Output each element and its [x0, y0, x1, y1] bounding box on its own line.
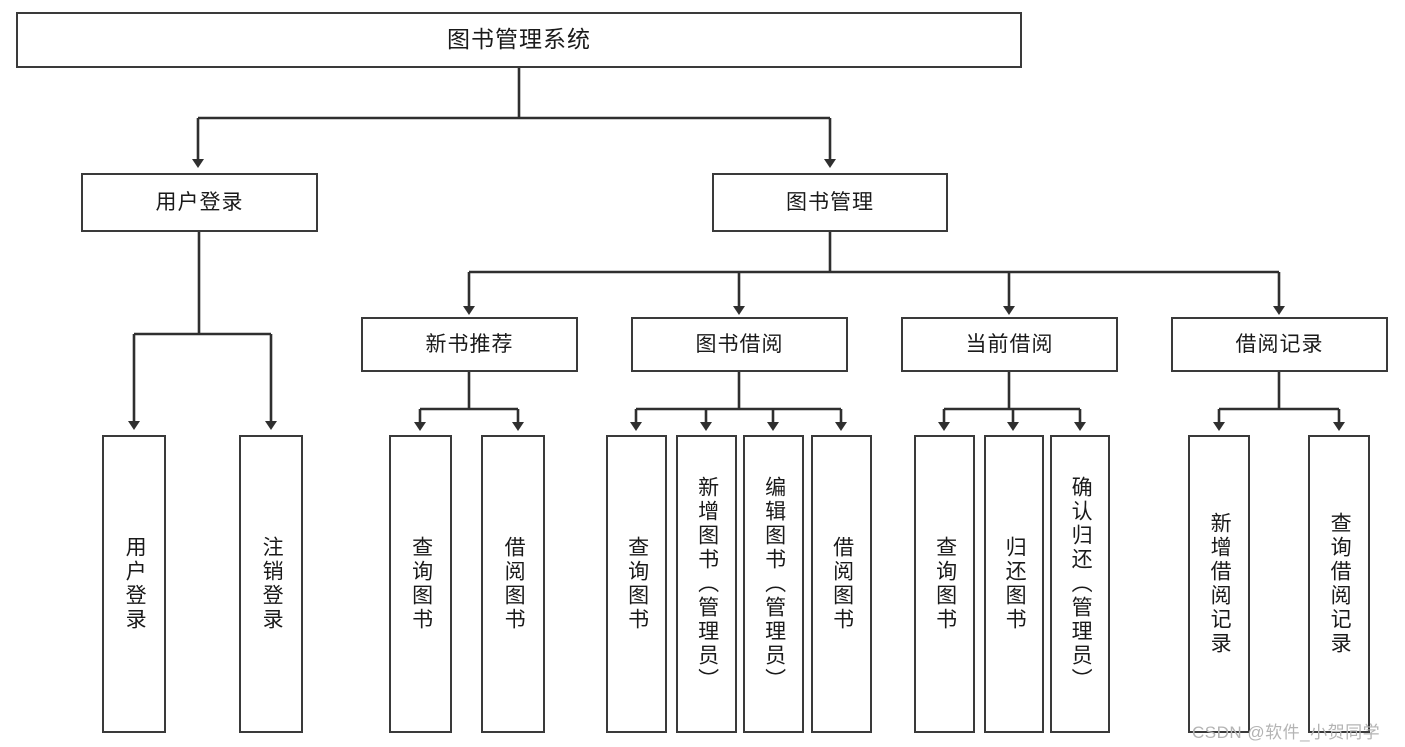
node-label: 查询图书	[625, 536, 649, 632]
node-book-borrow[interactable]: 图书借阅	[631, 317, 848, 372]
node-leaf-borrow-book-1[interactable]: 借阅图书	[481, 435, 545, 733]
node-label: 查询图书	[933, 536, 957, 632]
node-leaf-query-book-3[interactable]: 查询图书	[914, 435, 975, 733]
node-label: 当前借阅	[965, 332, 1054, 356]
node-leaf-add-record[interactable]: 新增借阅记录	[1188, 435, 1250, 733]
csdn-watermark: CSDN @软件_小贺同学	[1192, 723, 1381, 742]
node-root-system[interactable]: 图书管理系统	[16, 12, 1022, 68]
node-leaf-confirm-return[interactable]: 确认归还（管理员）	[1050, 435, 1110, 733]
node-label: 借阅记录	[1235, 332, 1324, 356]
node-label: 新增图书（管理员）	[695, 476, 719, 692]
node-label: 用户登录	[155, 190, 244, 214]
node-label: 注销登录	[260, 536, 284, 632]
node-leaf-logout[interactable]: 注销登录	[239, 435, 303, 733]
node-label: 确认归还（管理员）	[1069, 476, 1093, 692]
node-label: 归还图书	[1003, 536, 1027, 632]
node-leaf-add-book[interactable]: 新增图书（管理员）	[676, 435, 737, 733]
node-book-management[interactable]: 图书管理	[712, 173, 948, 232]
node-label: 图书管理	[786, 190, 874, 214]
node-leaf-return-book[interactable]: 归还图书	[984, 435, 1044, 733]
node-leaf-borrow-book-2[interactable]: 借阅图书	[811, 435, 872, 733]
node-borrow-record[interactable]: 借阅记录	[1171, 317, 1388, 372]
node-label: 查询图书	[409, 536, 433, 632]
node-new-book-recommend[interactable]: 新书推荐	[361, 317, 578, 372]
node-label: 新书推荐	[425, 332, 514, 356]
node-label: 借阅图书	[830, 536, 854, 632]
node-leaf-user-login[interactable]: 用户登录	[102, 435, 166, 733]
node-label: 编辑图书（管理员）	[762, 476, 786, 692]
node-label: 借阅图书	[502, 536, 526, 632]
node-label: 图书管理系统	[447, 26, 591, 53]
node-leaf-edit-book[interactable]: 编辑图书（管理员）	[743, 435, 804, 733]
node-leaf-query-book-2[interactable]: 查询图书	[606, 435, 667, 733]
node-current-borrow[interactable]: 当前借阅	[901, 317, 1118, 372]
node-label: 用户登录	[123, 536, 147, 632]
node-label: 新增借阅记录	[1208, 512, 1232, 656]
node-label: 查询借阅记录	[1328, 512, 1352, 656]
node-label: 图书借阅	[695, 332, 784, 356]
node-leaf-query-book-1[interactable]: 查询图书	[389, 435, 452, 733]
node-user-login[interactable]: 用户登录	[81, 173, 318, 232]
node-leaf-query-record[interactable]: 查询借阅记录	[1308, 435, 1370, 733]
